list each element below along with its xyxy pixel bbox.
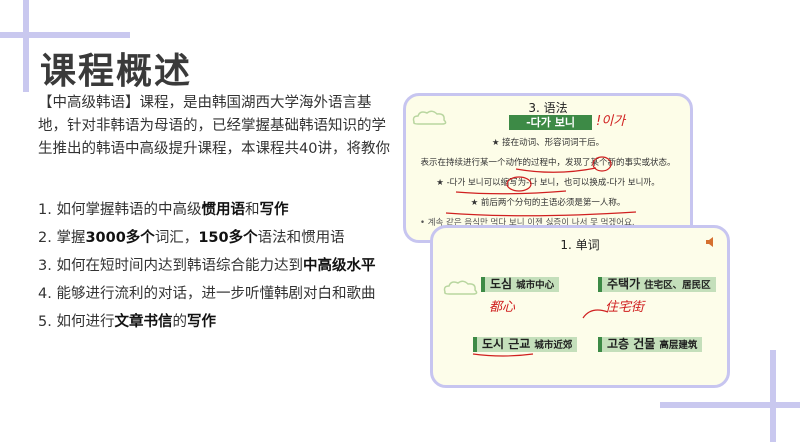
deco-line-bottom-vertical xyxy=(770,350,776,442)
handwritten-note: 住宅街 xyxy=(605,300,645,315)
grammar-rule-4: ★ 前后两个分句的主语必须是第一人称。 xyxy=(470,198,626,208)
speaker-icon[interactable] xyxy=(705,236,717,248)
handwritten-note: 都心 xyxy=(489,300,516,315)
grammar-rule-3: ★ -다가 보니可以缩写为-다 보니，也可以换成-다가 보니까。 xyxy=(436,178,660,188)
handwritten-note: !이가 xyxy=(596,114,626,129)
grammar-rule-1: ★ 接在动词、形容词词干后。 xyxy=(491,138,605,148)
red-annotation-strokes xyxy=(472,309,609,357)
deco-line-top-horizontal xyxy=(0,32,130,38)
grammar-rule-2: 表示在持续进行某一个动作的过程中，发现了某个新的事实或状态。 xyxy=(420,158,676,168)
intro-paragraph: 【中高级韩语】课程，是由韩国湖西大学海外语言基地，针对非韩语为母语的，已经掌握基… xyxy=(38,95,390,157)
vocabulary-section-title: 1. 单词 xyxy=(560,238,600,252)
grammar-pattern-banner: -다가 보니 xyxy=(509,115,592,130)
red-annotation-strokes xyxy=(445,156,637,217)
cloud-decoration xyxy=(412,110,447,125)
list-item: 4. 能够进行流利的对话，进一步听懂韩剧对白和歌曲 xyxy=(38,286,376,302)
list-item: 3. 如何在短时间内达到韩语综合能力达到中高级水平 xyxy=(38,258,376,274)
cloud-decoration xyxy=(443,280,478,295)
grammar-section-title: 3. 语法 xyxy=(528,101,568,115)
grammar-slide-card: 3. 语法 -다가 보니 !이가 ★ 接在动词、形容词词干后。 表示在持续进行某… xyxy=(403,93,693,243)
list-item: 5. 如何进行文章书信的写作 xyxy=(38,314,216,330)
deco-line-bottom-horizontal xyxy=(660,402,800,408)
example-sentence: • 계속 같은 음식만 먹다 보니 이젠 싫증이 나서 못 먹겠어요. xyxy=(420,218,635,228)
deco-line-top-vertical xyxy=(23,0,29,92)
list-item: 1. 如何掌握韩语的中高级惯用语和写作 xyxy=(38,202,289,218)
page-title: 课程概述 xyxy=(40,51,193,92)
list-item: 2. 掌握3000多个词汇，150多个语法和惯用语 xyxy=(38,230,345,246)
objectives-list: 1. 如何掌握韩语的中高级惯用语和写作 2. 掌握3000多个词汇，150多个语… xyxy=(38,200,398,340)
